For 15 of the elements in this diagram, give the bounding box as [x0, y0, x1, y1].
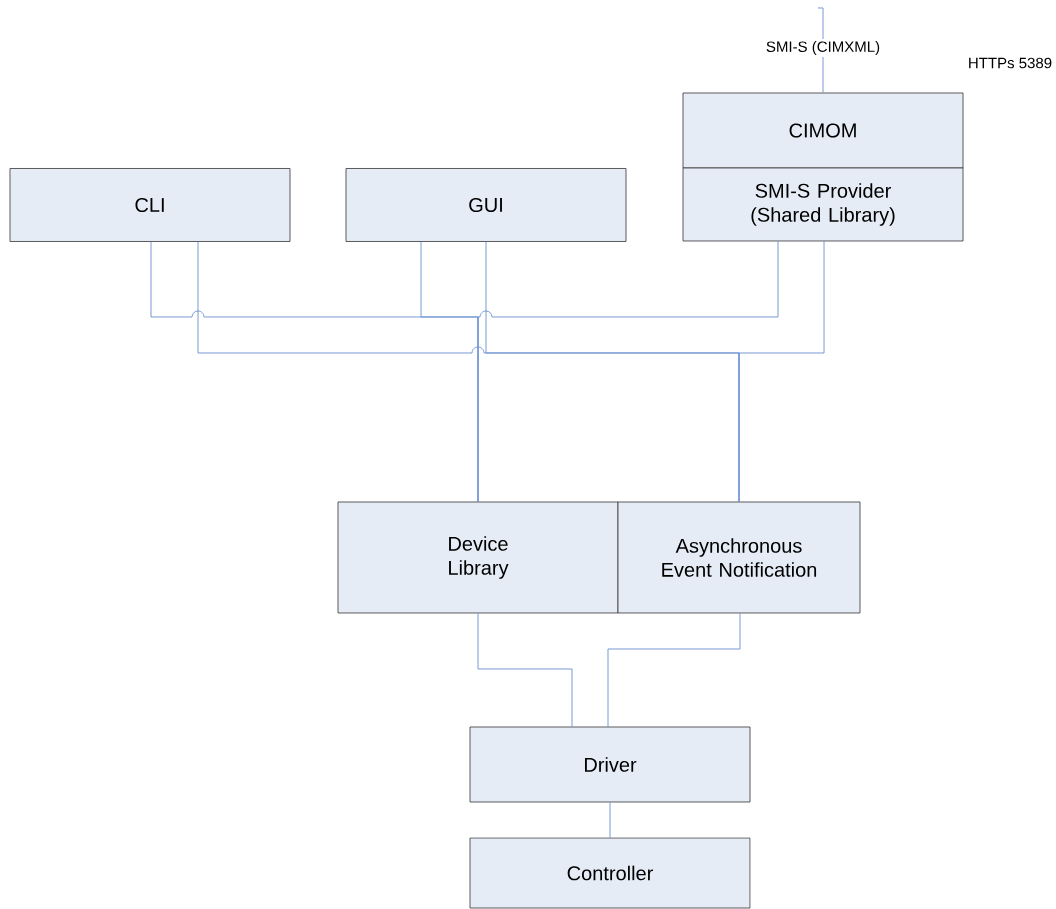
process-box: SMI-S Provider (Shared Library) — [682, 167, 964, 242]
connector-line — [477, 612, 573, 728]
process-box: GUI — [345, 168, 627, 242]
connector-line — [738, 240, 825, 503]
process-box: CLI — [9, 168, 291, 242]
connector-line — [477, 240, 779, 503]
process-box: Asynchronous Event Notification — [617, 501, 861, 614]
edge-label: SMI-S (CIMXML) — [763, 39, 883, 57]
port-label: HTTPs 5389 — [969, 57, 1052, 69]
connector-line — [609, 801, 611, 839]
process-box: CIMOM — [682, 92, 964, 169]
connector-line — [607, 612, 741, 728]
process-box: Controller — [469, 837, 751, 909]
process-box: Device Library — [337, 501, 619, 614]
process-box: Driver — [469, 726, 751, 803]
